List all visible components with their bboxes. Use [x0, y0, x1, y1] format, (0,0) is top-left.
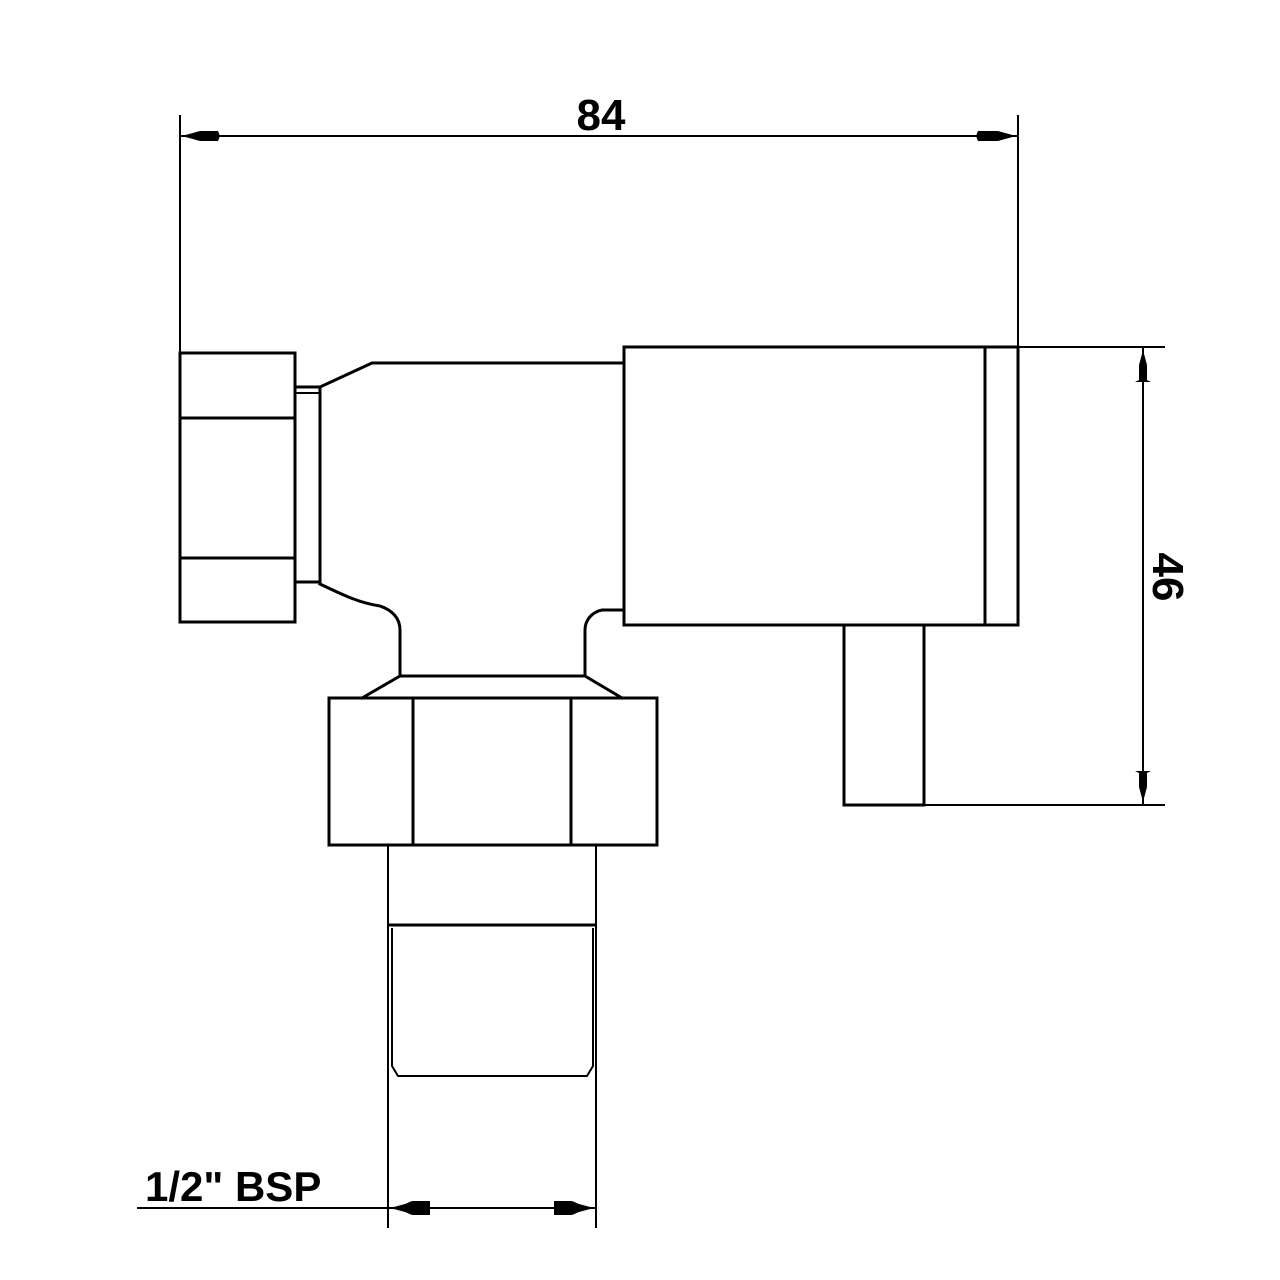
height-label: 46	[1143, 553, 1192, 602]
arrow-right-icon	[976, 131, 1016, 141]
dimension-overall-width: 84	[179, 91, 1019, 625]
arrow-left-icon	[182, 131, 220, 141]
outlet-hex-nut	[327, 696, 659, 847]
thread-label: 1/2" BSP	[145, 1163, 321, 1210]
arrow-thread-left-icon	[390, 1201, 430, 1215]
handle-stem	[842, 623, 926, 807]
arrow-up-icon	[1135, 350, 1151, 382]
width-label: 84	[577, 91, 626, 140]
handle-head	[622, 345, 1020, 627]
arrow-thread-right-icon	[554, 1201, 594, 1215]
dimension-thread: 1/2" BSP	[137, 845, 597, 1228]
threaded-tail	[388, 923, 597, 1077]
inlet-nut	[178, 351, 297, 624]
valve-body	[317, 361, 626, 701]
dimension-overall-height: 46	[925, 346, 1192, 806]
arrow-down-icon	[1135, 771, 1151, 802]
inlet-collar	[293, 385, 322, 584]
